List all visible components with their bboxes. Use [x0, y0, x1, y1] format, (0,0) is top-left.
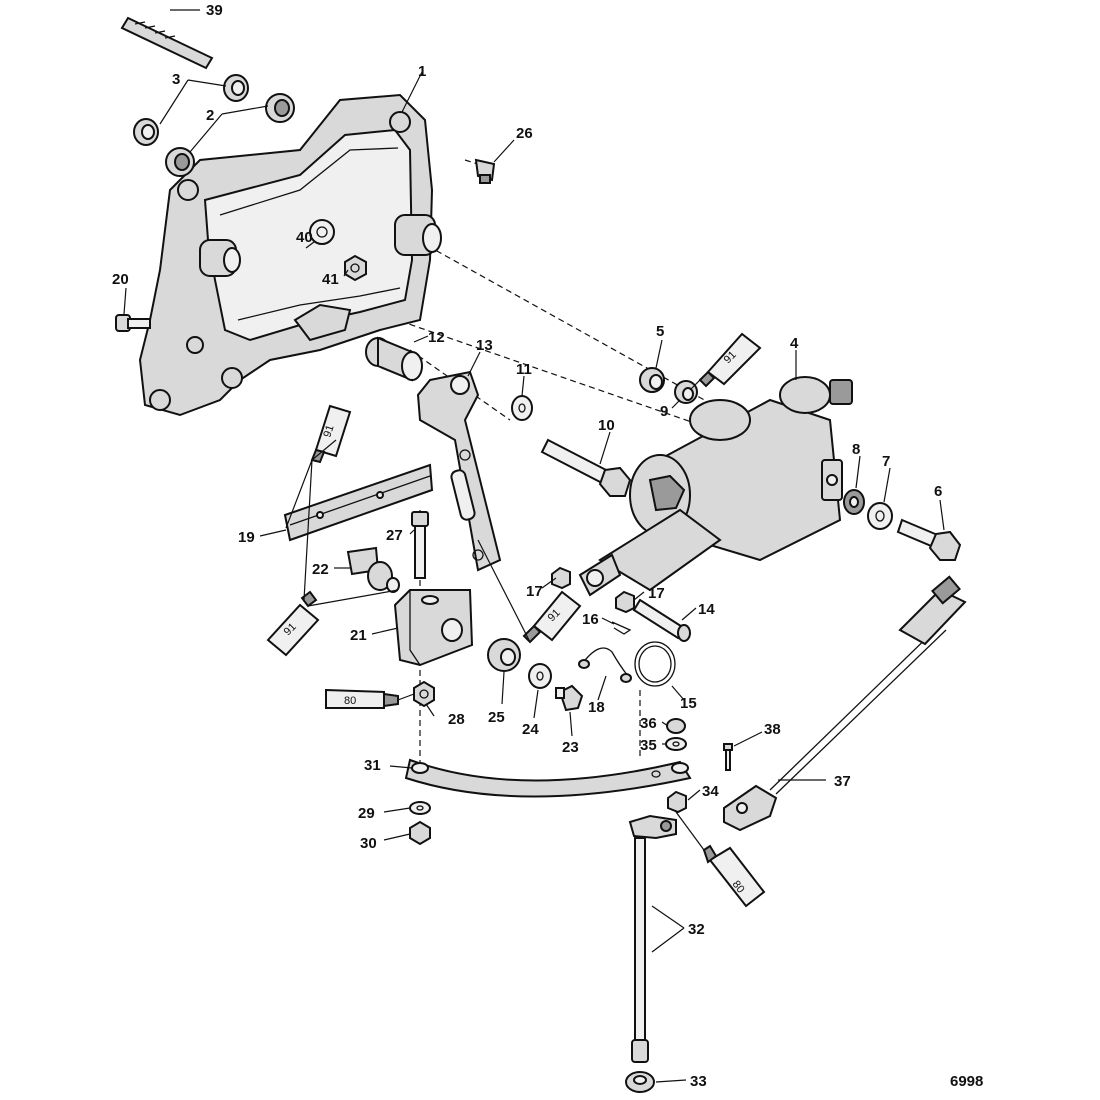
- cable-tie-part-18: [578, 647, 632, 683]
- callout-2: 2: [206, 107, 214, 124]
- screw-part-38: [723, 743, 733, 771]
- callout-31: 31: [364, 757, 381, 774]
- stud-part-39: [120, 16, 214, 70]
- callout-6: 6: [934, 483, 942, 500]
- bushing-part-25: [487, 638, 521, 672]
- washer-part-24: [528, 663, 552, 689]
- callout-33: 33: [690, 1073, 707, 1090]
- callout-36: 36: [640, 715, 657, 732]
- lever-part-13: [416, 370, 502, 572]
- washer-part-8: [843, 489, 865, 515]
- sealant-tube-80-a: 80: [325, 688, 399, 709]
- grommet-part-33: [625, 1071, 655, 1093]
- callout-32: 32: [688, 921, 705, 938]
- callouts: 39 3 2 1 26 20 40 41 12 13 11 10 5 9 4 8…: [112, 2, 942, 1090]
- callout-18: 18: [588, 699, 605, 716]
- callout-27: 27: [386, 527, 403, 544]
- callout-22: 22: [312, 561, 329, 578]
- nut-part-41: [344, 254, 367, 282]
- callout-21: 21: [350, 627, 367, 644]
- sensor-part-37: [723, 575, 967, 832]
- callout-38: 38: [764, 721, 781, 738]
- tube-label: 80: [344, 695, 356, 707]
- callout-13: 13: [476, 337, 493, 354]
- callout-30: 30: [360, 835, 377, 852]
- callout-39: 39: [206, 2, 223, 19]
- actuator-part-4: [578, 376, 853, 597]
- ring-part-15: [634, 641, 676, 687]
- bushing-part-5: [639, 367, 665, 393]
- bushing-part-9: [674, 380, 698, 404]
- washer-part-11: [511, 395, 533, 421]
- washer-part-35: [665, 737, 687, 751]
- callout-4: 4: [790, 335, 799, 352]
- pin-part-14: [632, 598, 691, 642]
- bolt-part-6: [896, 518, 962, 561]
- screw-part-26: [474, 158, 496, 184]
- callout-11: 11: [516, 361, 532, 378]
- sealant-tube-91-b: 91: [310, 404, 352, 464]
- mounting-plate-part-1: [138, 93, 442, 417]
- callout-8: 8: [852, 441, 860, 458]
- grommet-part-2-upper: [265, 93, 295, 123]
- callout-17b: 17: [648, 585, 665, 602]
- callout-35: 35: [640, 737, 657, 754]
- bolt-part-10: [540, 438, 632, 497]
- bushing-part-22: [346, 546, 400, 593]
- callout-17a: 17: [526, 583, 543, 600]
- nut-part-34: [667, 790, 687, 814]
- washer-part-7: [867, 502, 893, 530]
- bushing-part-12: [365, 336, 423, 382]
- pin-part-27: [411, 511, 429, 579]
- callout-28: 28: [448, 711, 465, 728]
- callout-41: 41: [322, 271, 339, 288]
- callout-16: 16: [582, 611, 599, 628]
- callout-19: 19: [238, 529, 255, 546]
- callout-24: 24: [522, 721, 539, 738]
- callout-3: 3: [172, 71, 180, 88]
- nut-part-17-upper: [551, 566, 571, 590]
- nut-part-36: [666, 718, 686, 734]
- tube-label: 91: [321, 424, 336, 439]
- sealant-tube-91-c: 91: [266, 590, 320, 657]
- nut-part-17-lower: [615, 590, 635, 614]
- callout-10: 10: [598, 417, 615, 434]
- block-part-21: [393, 589, 474, 667]
- callout-37: 37: [834, 773, 851, 790]
- bushing-part-3-lower: [133, 118, 159, 146]
- washer-part-40: [309, 219, 335, 245]
- callout-14: 14: [698, 601, 715, 618]
- callout-23: 23: [562, 739, 579, 756]
- clip-part-16: [611, 621, 632, 635]
- callout-34: 34: [702, 783, 719, 800]
- callout-7: 7: [882, 453, 890, 470]
- callout-5: 5: [656, 323, 664, 340]
- callout-25: 25: [488, 709, 505, 726]
- callout-26: 26: [516, 125, 533, 142]
- nut-part-30: [409, 820, 431, 846]
- grommet-part-2-lower: [165, 147, 195, 177]
- tube-label: 80: [730, 878, 747, 895]
- leader-lines: [123, 9, 945, 1083]
- bolt-part-20: [115, 314, 151, 332]
- callout-1: 1: [418, 63, 426, 80]
- callout-12: 12: [428, 329, 445, 346]
- callout-15: 15: [680, 695, 697, 712]
- sealant-tube-91-a: 91: [698, 332, 762, 388]
- sealant-tube-80-b: 80: [702, 844, 766, 908]
- callout-9: 9: [660, 403, 668, 420]
- figure-number: 6998: [950, 1073, 983, 1090]
- nut-part-28: [413, 680, 435, 708]
- callout-20: 20: [112, 271, 129, 288]
- callout-29: 29: [358, 805, 375, 822]
- rail-part-19: [283, 463, 434, 542]
- washer-part-29: [409, 801, 431, 815]
- screw-part-23: [555, 684, 584, 712]
- sealant-tube-91-d: 91: [522, 590, 582, 644]
- rod-part-32: [628, 814, 677, 1063]
- bushing-part-3-upper: [223, 74, 249, 102]
- link-arm-part-31: [404, 758, 692, 798]
- callout-40: 40: [296, 229, 313, 246]
